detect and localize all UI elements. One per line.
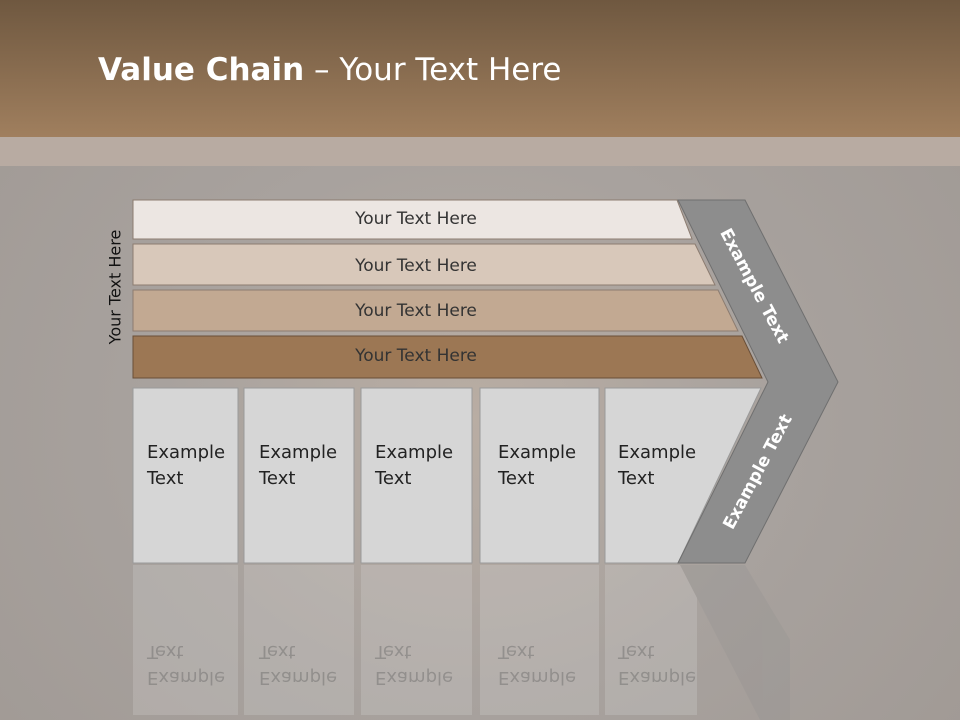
- title-bold: Value Chain: [98, 52, 305, 88]
- slide-title[interactable]: Value Chain – Your Text Here: [98, 52, 561, 88]
- reflection: [133, 565, 790, 720]
- column-1[interactable]: [132, 387, 239, 564]
- column-1-reflection: Example Text: [147, 638, 225, 690]
- column-1-line1: Example: [147, 442, 226, 463]
- column-5-reflection: Example Text: [618, 638, 696, 690]
- reflection-line2: Text: [618, 641, 655, 662]
- reflection-line2: Text: [375, 641, 412, 662]
- bar-1-label: Your Text Here: [355, 209, 477, 229]
- title-bar: [0, 0, 960, 137]
- reflection-line2: Text: [259, 641, 296, 662]
- column-2-line2: Text: [259, 468, 296, 489]
- bar-3[interactable]: [132, 289, 739, 332]
- column-3-line1: Example: [375, 442, 454, 463]
- column-2-line1: Example: [259, 442, 338, 463]
- reflection-line1: Example: [618, 667, 697, 688]
- column-1-text: Example Text: [147, 440, 225, 492]
- reflection-line1: Example: [498, 667, 577, 688]
- column-1-line2: Text: [147, 468, 184, 489]
- bar-2[interactable]: [132, 243, 716, 286]
- column-2[interactable]: [243, 387, 355, 564]
- column-2-reflection: Example Text: [259, 638, 337, 690]
- column-4-text: Example Text: [498, 440, 576, 492]
- reflection-line1: Example: [147, 667, 226, 688]
- chevron-arrow[interactable]: [677, 199, 839, 564]
- title-rest: – Your Text Here: [304, 52, 562, 88]
- bar-4-label: Your Text Here: [355, 346, 477, 366]
- column-2-text: Example Text: [259, 440, 337, 492]
- bar-3-label: Your Text Here: [355, 301, 477, 321]
- column-3-reflection: Example Text: [375, 638, 453, 690]
- bar-1[interactable]: [132, 199, 693, 240]
- reflection-line2: Text: [147, 641, 184, 662]
- bar-4[interactable]: [132, 335, 763, 379]
- column-4-reflection: Example Text: [498, 638, 576, 690]
- column-3-line2: Text: [375, 468, 412, 489]
- column-5-line2: Text: [618, 468, 655, 489]
- bar-2-label: Your Text Here: [355, 256, 477, 276]
- title-sub-band: [0, 137, 960, 166]
- column-4[interactable]: [479, 387, 600, 564]
- reflection-line1: Example: [259, 667, 338, 688]
- column-3-text: Example Text: [375, 440, 453, 492]
- column-4-line1: Example: [498, 442, 577, 463]
- column-5-line1: Example: [618, 442, 697, 463]
- reflection-line2: Text: [498, 641, 535, 662]
- column-5-text: Example Text: [618, 440, 696, 492]
- column-4-line2: Text: [498, 468, 535, 489]
- reflection-line1: Example: [375, 667, 454, 688]
- column-3[interactable]: [360, 387, 473, 564]
